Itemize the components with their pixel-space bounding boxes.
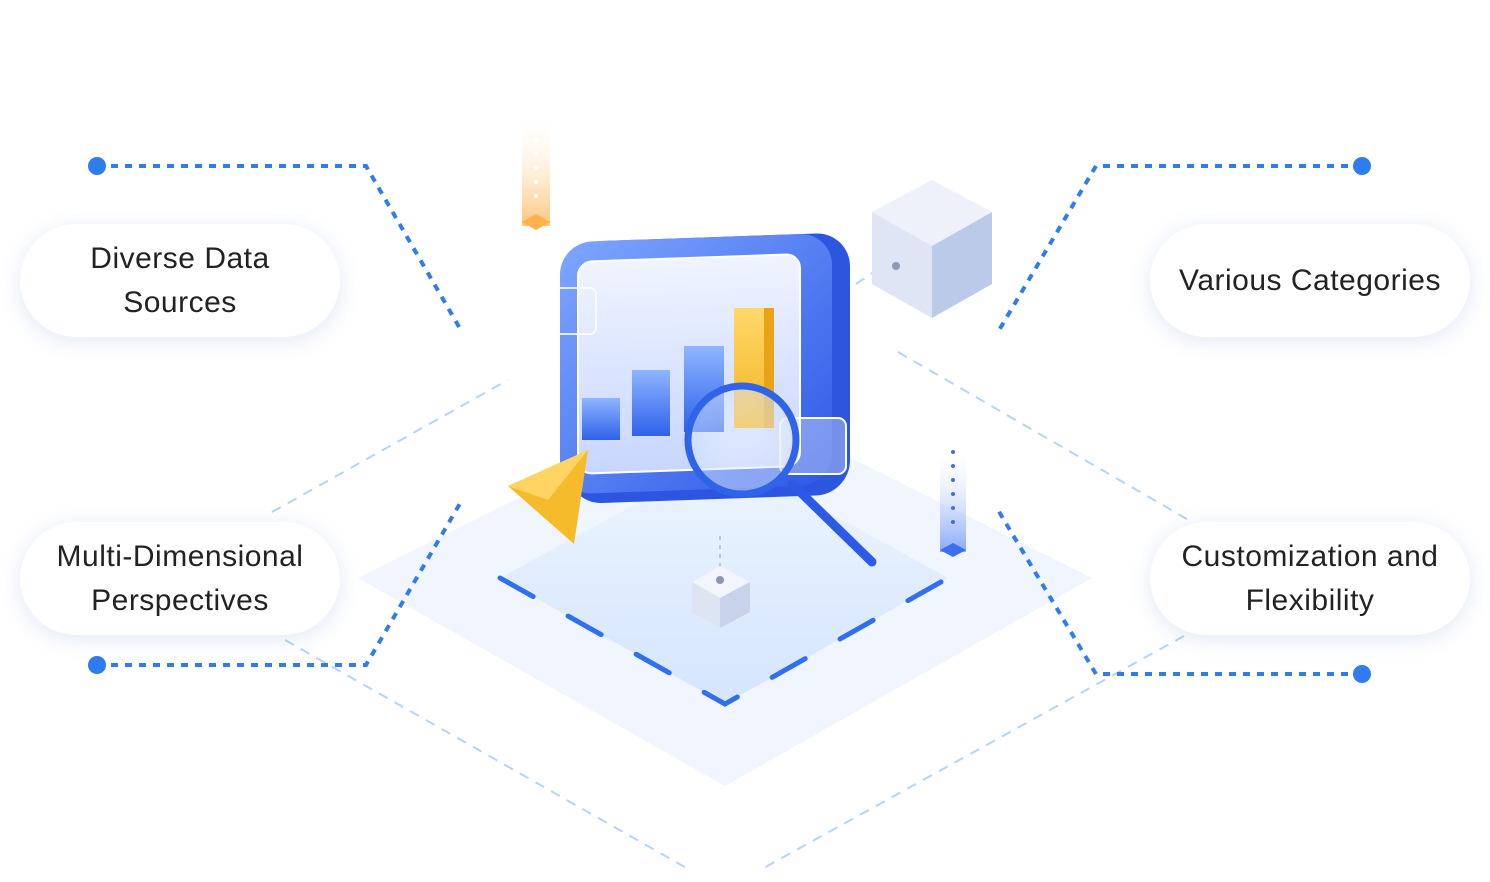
connector-dot-top-left [88, 157, 106, 175]
feature-multi-dimensional-perspectives: Multi-Dimensional Perspectives [20, 522, 340, 635]
connector-bottom-left [97, 498, 464, 667]
blue-pillar-icon [940, 444, 966, 557]
connector-top-left [97, 164, 464, 334]
cursor-arrow-icon [508, 450, 588, 544]
small-cube-icon [692, 566, 750, 628]
feature-label: Diverse Data Sources [90, 241, 270, 319]
connector-bottom-right [996, 508, 1362, 676]
feature-customization-flexibility: Customization and Flexibility [1150, 522, 1470, 635]
feature-label: Various Categories [1179, 263, 1441, 297]
feature-label: Multi-Dimensional Perspectives [56, 539, 304, 617]
bar-chart-icon [539, 233, 850, 503]
magnifier-icon [684, 382, 877, 567]
cube-icon [872, 180, 992, 318]
feature-label: Customization and Flexibility [1181, 539, 1439, 617]
feature-various-categories: Various Categories [1150, 224, 1470, 337]
connector-dot-bottom-right [1353, 665, 1371, 683]
connector-dot-top-right [1353, 157, 1371, 175]
orange-pillar-icon [522, 112, 550, 230]
feature-diverse-data-sources: Diverse Data Sources [20, 224, 340, 337]
connector-top-right [996, 164, 1362, 334]
perspective-guides [271, 267, 1193, 871]
connector-dot-bottom-left [88, 656, 106, 674]
